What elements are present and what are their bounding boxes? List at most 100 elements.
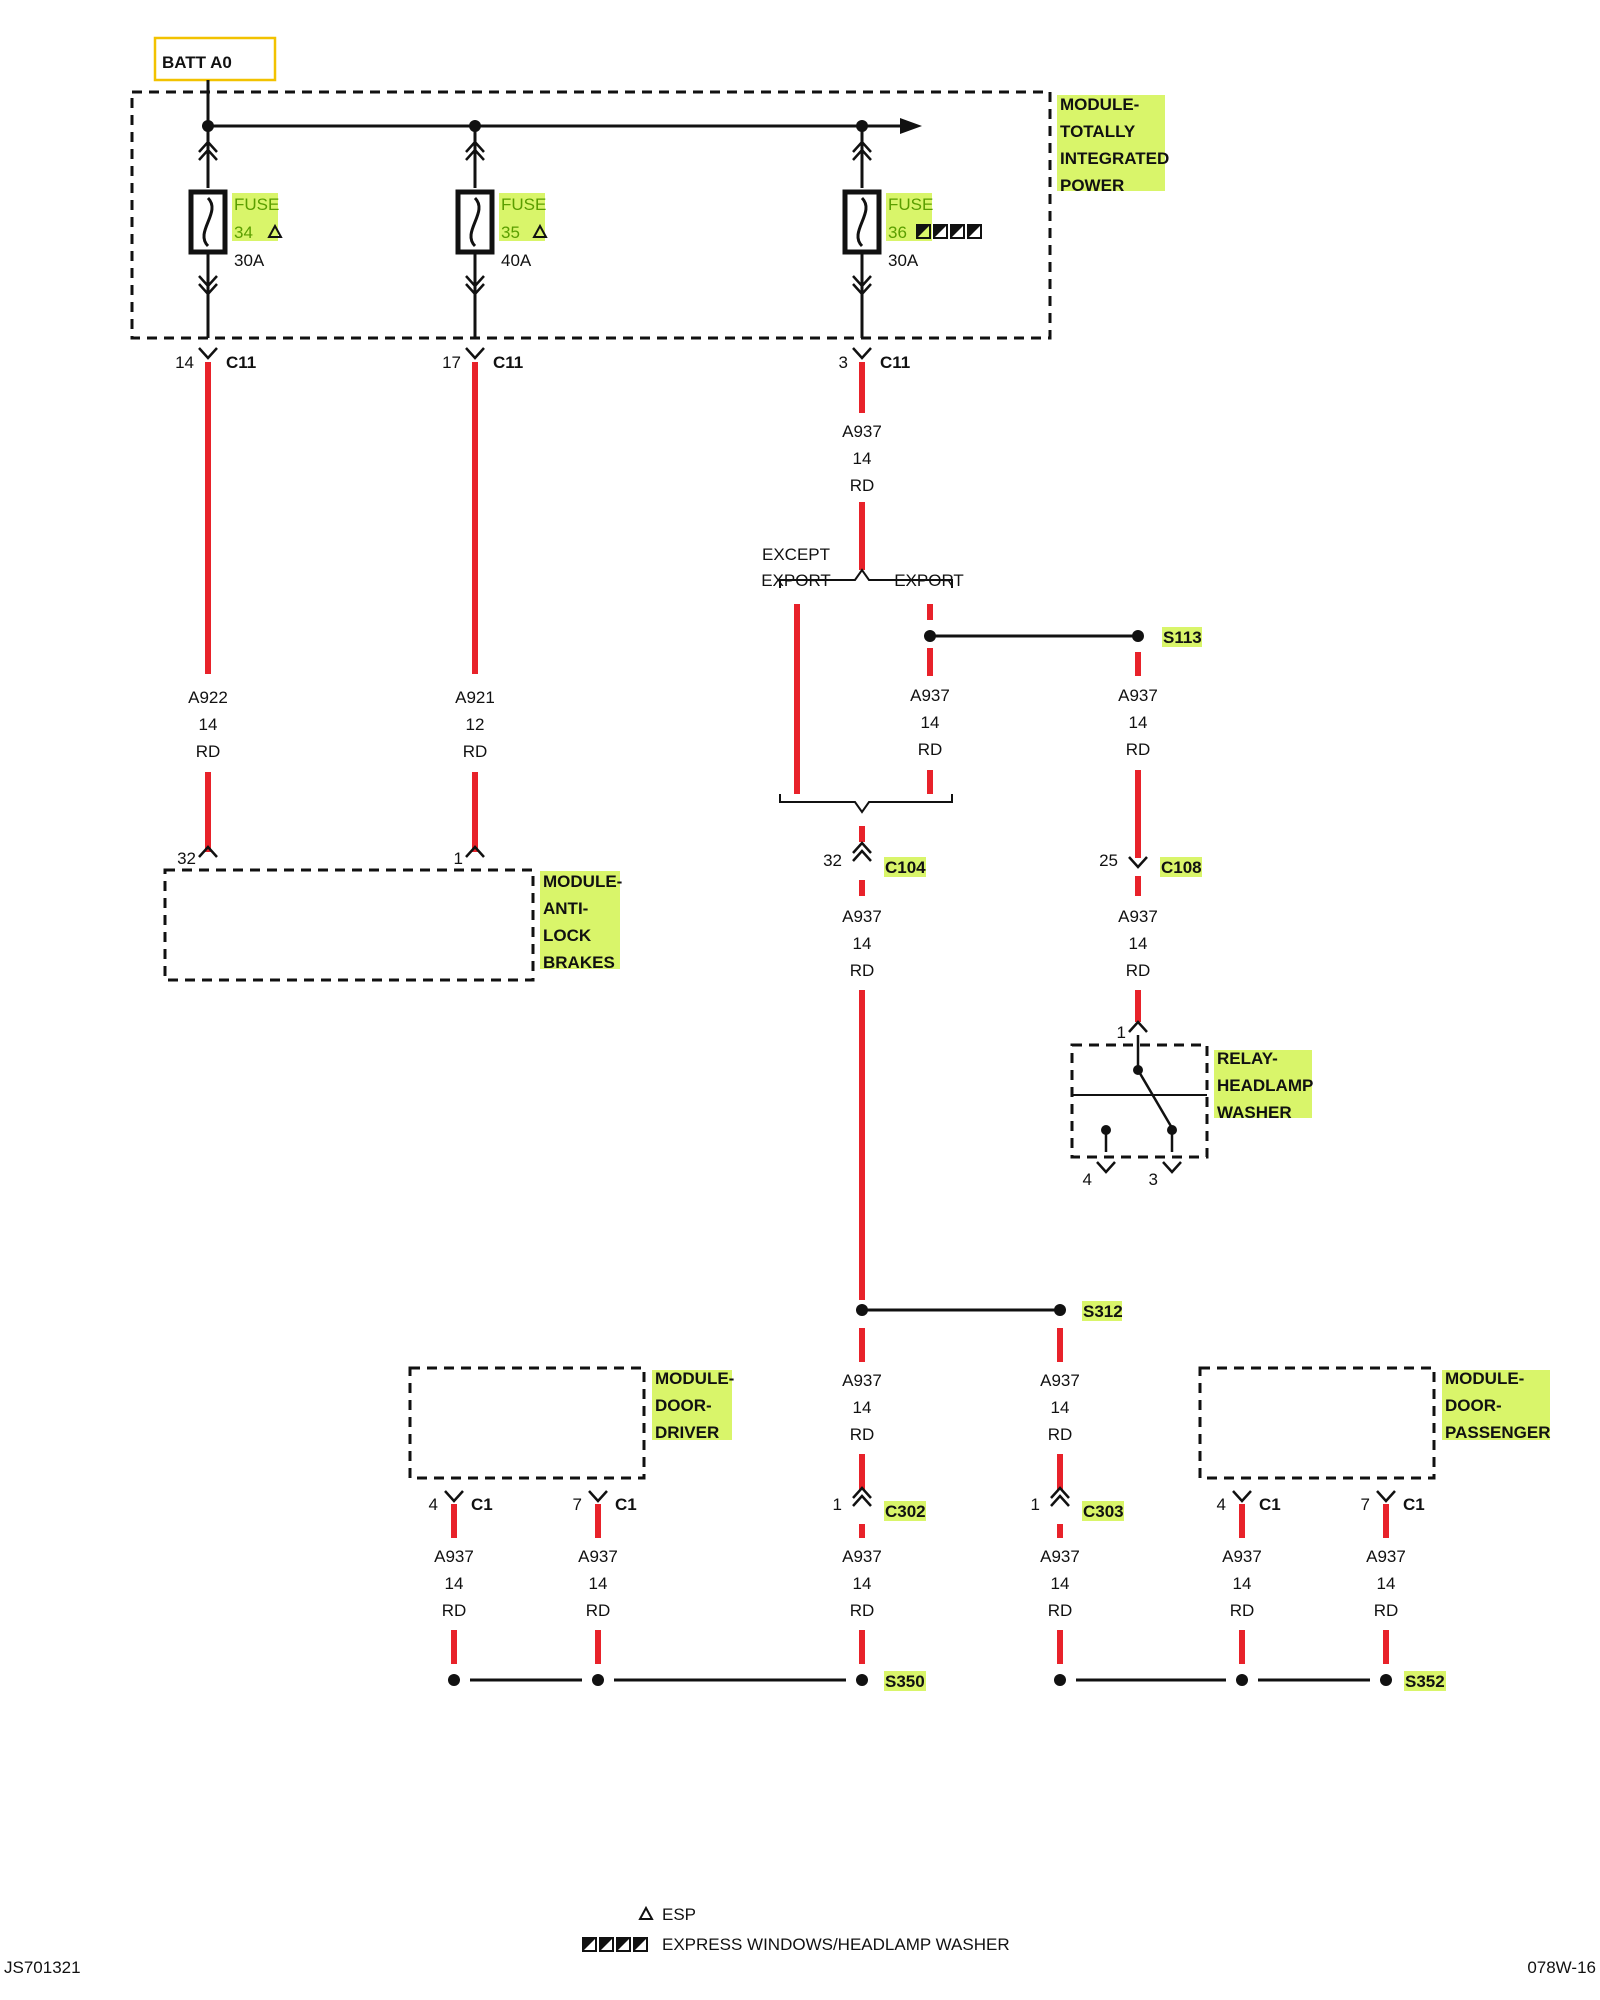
batt-label: BATT A0: [162, 53, 232, 72]
wire-a937-dd_b-circuit: A937: [578, 1547, 618, 1566]
relay-label-line: HEADLAMP: [1217, 1076, 1313, 1095]
square-icon-fill: [617, 1938, 630, 1951]
relay-contact-dot: [1133, 1065, 1143, 1075]
door-c1-name: C1: [615, 1495, 637, 1514]
c11-connector-icon: [465, 347, 485, 360]
fuse-element: [856, 196, 868, 248]
fuse-top-connector-icon: [198, 148, 218, 161]
s350-highlight: [884, 1671, 926, 1691]
c302-connector-icon: [852, 1494, 872, 1507]
wire-a937-c302-circuit: A937: [842, 1547, 882, 1566]
fuse-element: [469, 196, 481, 248]
door-c1-pin: 4: [429, 1495, 438, 1514]
option-brace-top: [779, 568, 953, 588]
c302-highlight: [884, 1501, 926, 1521]
bus-junction-dot: [469, 120, 481, 132]
door-passenger-label-line: MODULE-: [1445, 1369, 1524, 1388]
c104-highlight: [884, 857, 926, 877]
fuse-number: 35: [501, 223, 520, 242]
wire-a937-dp_a-gauge: 14: [1233, 1574, 1252, 1593]
abs-pin-32: 32: [177, 849, 196, 868]
splice-s352-dot: [1236, 1674, 1248, 1686]
wire-a937-s312-left-gauge: 14: [853, 1398, 872, 1417]
wire-a937-c303-color: RD: [1048, 1601, 1073, 1620]
footer-right: 078W-16: [1527, 1958, 1596, 1977]
abs-label-highlight: [540, 871, 620, 969]
wire-a937-dd_b-gauge: 14: [589, 1574, 608, 1593]
wire-a937-export-color: RD: [918, 740, 943, 759]
wire-a937-c302-color: RD: [850, 1601, 875, 1620]
wire-a937-s312-left-color: RD: [850, 1425, 875, 1444]
except-export-label: EXPORT: [761, 571, 831, 590]
wire-a937-c104-color: RD: [850, 961, 875, 980]
wire-a937-s113-circuit: A937: [1118, 686, 1158, 705]
square-icon-fill: [600, 1938, 613, 1951]
fuse-bottom-connector-icon: [852, 275, 872, 288]
c11-name: C11: [226, 353, 256, 372]
c303-pin: 1: [1031, 1495, 1040, 1514]
triangle-icon: [267, 223, 283, 238]
relay-contact-dot: [1167, 1125, 1177, 1135]
relay-pin-3: 3: [1149, 1170, 1158, 1189]
wire-a937-export-circuit: A937: [910, 686, 950, 705]
bus-arrow-icon: [900, 118, 922, 134]
wire-a937-c104-circuit: A937: [842, 907, 882, 926]
door-driver-label-line: DOOR-: [655, 1396, 712, 1415]
wire-a937-top-gauge: 14: [853, 449, 872, 468]
relay-label-highlight: [1214, 1050, 1312, 1118]
c302-pin: 1: [833, 1495, 842, 1514]
door-c1-connector-icon: [444, 1490, 464, 1503]
wire-a937-c104-gauge: 14: [853, 934, 872, 953]
abs-connector-icon: [198, 845, 218, 858]
splice-s352-dot: [1380, 1674, 1392, 1686]
relay-label-line: WASHER: [1217, 1103, 1292, 1122]
splice-s350-dot: [592, 1674, 604, 1686]
door-c1-pin: 7: [1361, 1495, 1370, 1514]
c303-name: C303: [1083, 1502, 1124, 1521]
door-c1-connector-icon: [1232, 1490, 1252, 1503]
square-icon-fill: [951, 225, 964, 238]
door-c1-name: C1: [1403, 1495, 1425, 1514]
fuse-label: FUSE: [501, 195, 546, 214]
tipm-label-line: INTEGRATED: [1060, 149, 1169, 168]
fuse-label-highlight: [886, 193, 932, 241]
legend-esp: ESP: [662, 1905, 696, 1924]
wire-a922-color: RD: [196, 742, 221, 761]
door-driver-frame: [408, 1366, 646, 1480]
relay-contact-dot: [1101, 1125, 1111, 1135]
abs-connector-icon: [465, 845, 485, 858]
c11-name: C11: [493, 353, 523, 372]
c104-connector-icon: [852, 841, 872, 854]
c11-name: C11: [880, 353, 910, 372]
triangle-icon: [638, 1905, 654, 1920]
door-c1-connector-icon: [1376, 1490, 1396, 1503]
c302-connector-icon: [852, 1486, 872, 1499]
s113-highlight: [1162, 627, 1202, 647]
fuse-rating: 30A: [888, 251, 919, 270]
fuse-rating: 40A: [501, 251, 532, 270]
square-icon-fill: [583, 1938, 596, 1951]
footer-left: JS701321: [4, 1958, 81, 1977]
door-passenger-label-line: DOOR-: [1445, 1396, 1502, 1415]
c11-connector-icon: [198, 347, 218, 360]
export-label: EXPORT: [894, 571, 964, 590]
tipm-label-line: TOTALLY: [1060, 122, 1136, 141]
fuse-number: 36: [888, 223, 907, 242]
c104-pin: 32: [823, 851, 842, 870]
c11-pin: 14: [175, 353, 194, 372]
wire-a937-top-color: RD: [850, 476, 875, 495]
door-passenger-label-highlight: [1442, 1370, 1550, 1440]
fuse-top-connector-icon: [465, 140, 485, 153]
splice-s352-dot: [1054, 1674, 1066, 1686]
abs-module-frame: [163, 868, 535, 982]
door-c1-pin: 7: [573, 1495, 582, 1514]
splice-s350-dot: [856, 1674, 868, 1686]
door-passenger-frame: [1198, 1366, 1436, 1480]
option-brace-bottom: [779, 794, 953, 814]
fuse-top-connector-icon: [465, 148, 485, 161]
relay-connector-icon: [1128, 1020, 1148, 1033]
wire-a937-s312-right-gauge: 14: [1051, 1398, 1070, 1417]
legend-express-windows: EXPRESS WINDOWS/HEADLAMP WASHER: [662, 1935, 1010, 1954]
wire-a937-dd_a-gauge: 14: [445, 1574, 464, 1593]
